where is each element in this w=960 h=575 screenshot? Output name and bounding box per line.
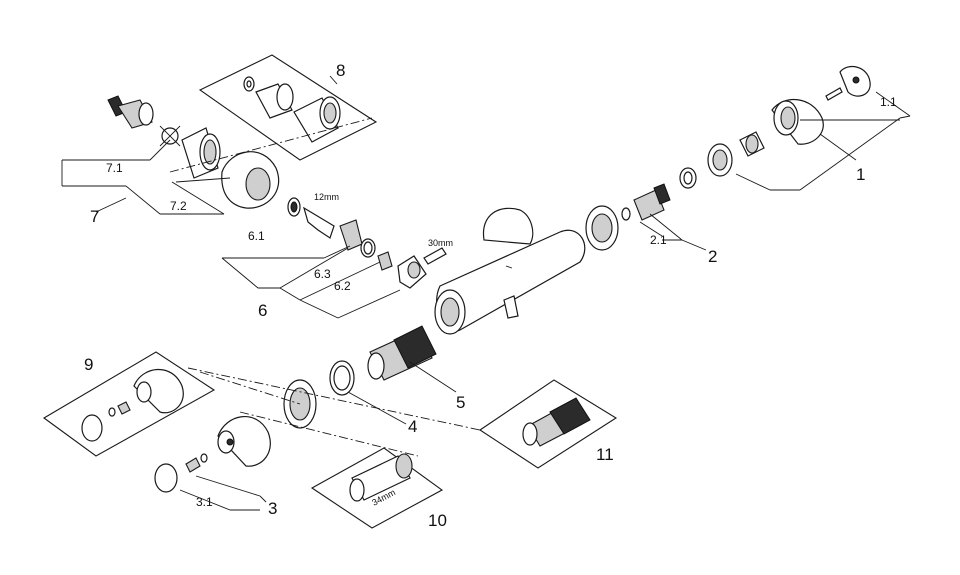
label-7-1: 7.1 [106,161,123,175]
label-11: 11 [596,445,614,464]
part-group-9 [43,351,216,457]
label-6: 6 [258,301,267,320]
dim-12mm: 12mm [314,192,339,202]
label-8: 8 [336,61,345,80]
part-group-7 [61,95,280,215]
label-6-3: 6.3 [314,267,331,281]
label-3: 3 [268,499,277,518]
part-group-6 [221,197,447,319]
part-group-8 [198,54,378,161]
label-4: 4 [408,417,417,436]
part-group-1 [707,65,911,191]
label-6-2: 6.2 [334,279,351,293]
label-6-1: 6.1 [248,229,265,243]
assembly-axes [169,117,481,457]
label-2-1: 2.1 [650,233,667,247]
thermostat-body [434,207,586,335]
dim-30mm: 30mm [428,238,453,248]
label-9: 9 [84,355,93,374]
part-group-11 [479,379,618,469]
label-2: 2 [708,247,717,266]
label-7-2: 7.2 [170,199,187,213]
label-7: 7 [90,207,99,226]
label-10: 10 [428,511,447,530]
label-1-1: 1.1 [880,95,897,109]
label-3-1: 3.1 [196,495,213,509]
part-group-10 [310,447,444,529]
part-group-2 [585,167,707,251]
part-4-ring [329,360,407,425]
part-5-cartridge [367,325,457,393]
label-5: 5 [456,393,465,412]
label-1: 1 [856,165,865,184]
